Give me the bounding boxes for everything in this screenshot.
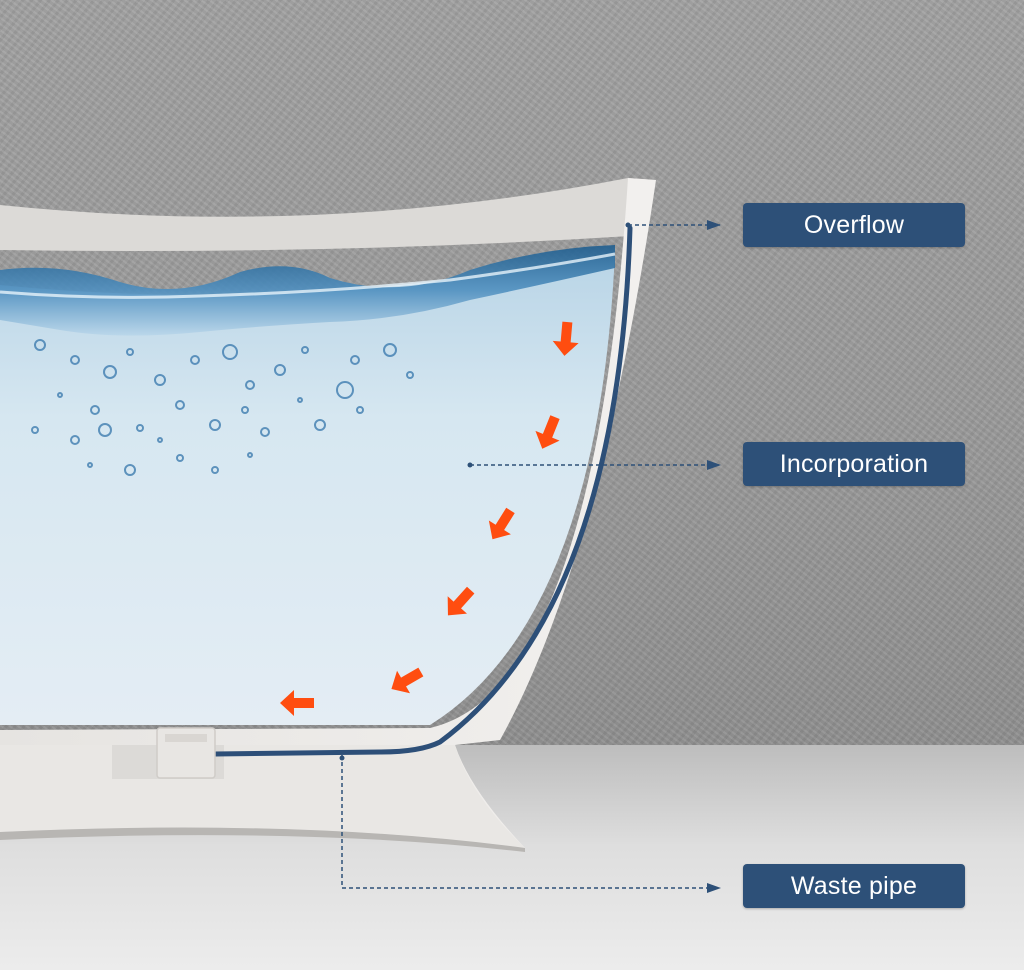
leader-dot (625, 222, 631, 228)
tub-base-shadow (0, 827, 525, 852)
tub-inner-back-wall (0, 178, 655, 252)
orange-flow-arrow-icon (535, 415, 560, 449)
orange-flow-arrow-icon (391, 667, 424, 694)
leader-arrow-icon (341, 755, 721, 893)
waste-pipe-label: Waste pipe (743, 864, 965, 908)
leader-dot (339, 755, 345, 761)
orange-flow-arrow-icon (447, 586, 475, 616)
flow-arrows (280, 321, 579, 716)
leader-lines (341, 220, 721, 893)
overflow-label: Overflow (743, 203, 965, 247)
orange-flow-arrow-icon (280, 690, 314, 716)
water-surface-highlight (0, 252, 616, 299)
leader-dot (467, 462, 473, 468)
water-bubbles (31, 339, 414, 476)
overflow-waste-pipe (212, 225, 633, 757)
orange-flow-arrow-icon (552, 321, 579, 356)
incorporation-label: Incorporation (743, 442, 965, 486)
orange-flow-arrow-icon (488, 507, 515, 540)
